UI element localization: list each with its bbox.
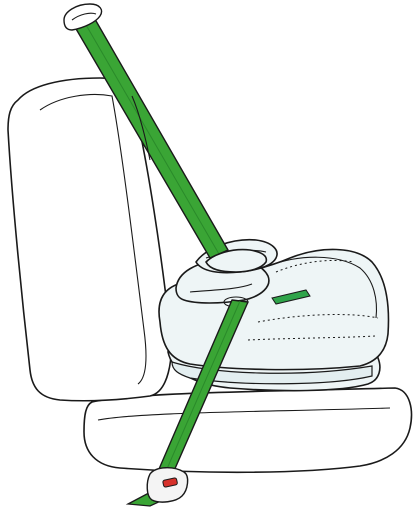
seat-belt-buckle-icon [128, 468, 188, 506]
vehicle-seat-cushion [84, 388, 411, 472]
booster-seat [159, 240, 388, 391]
